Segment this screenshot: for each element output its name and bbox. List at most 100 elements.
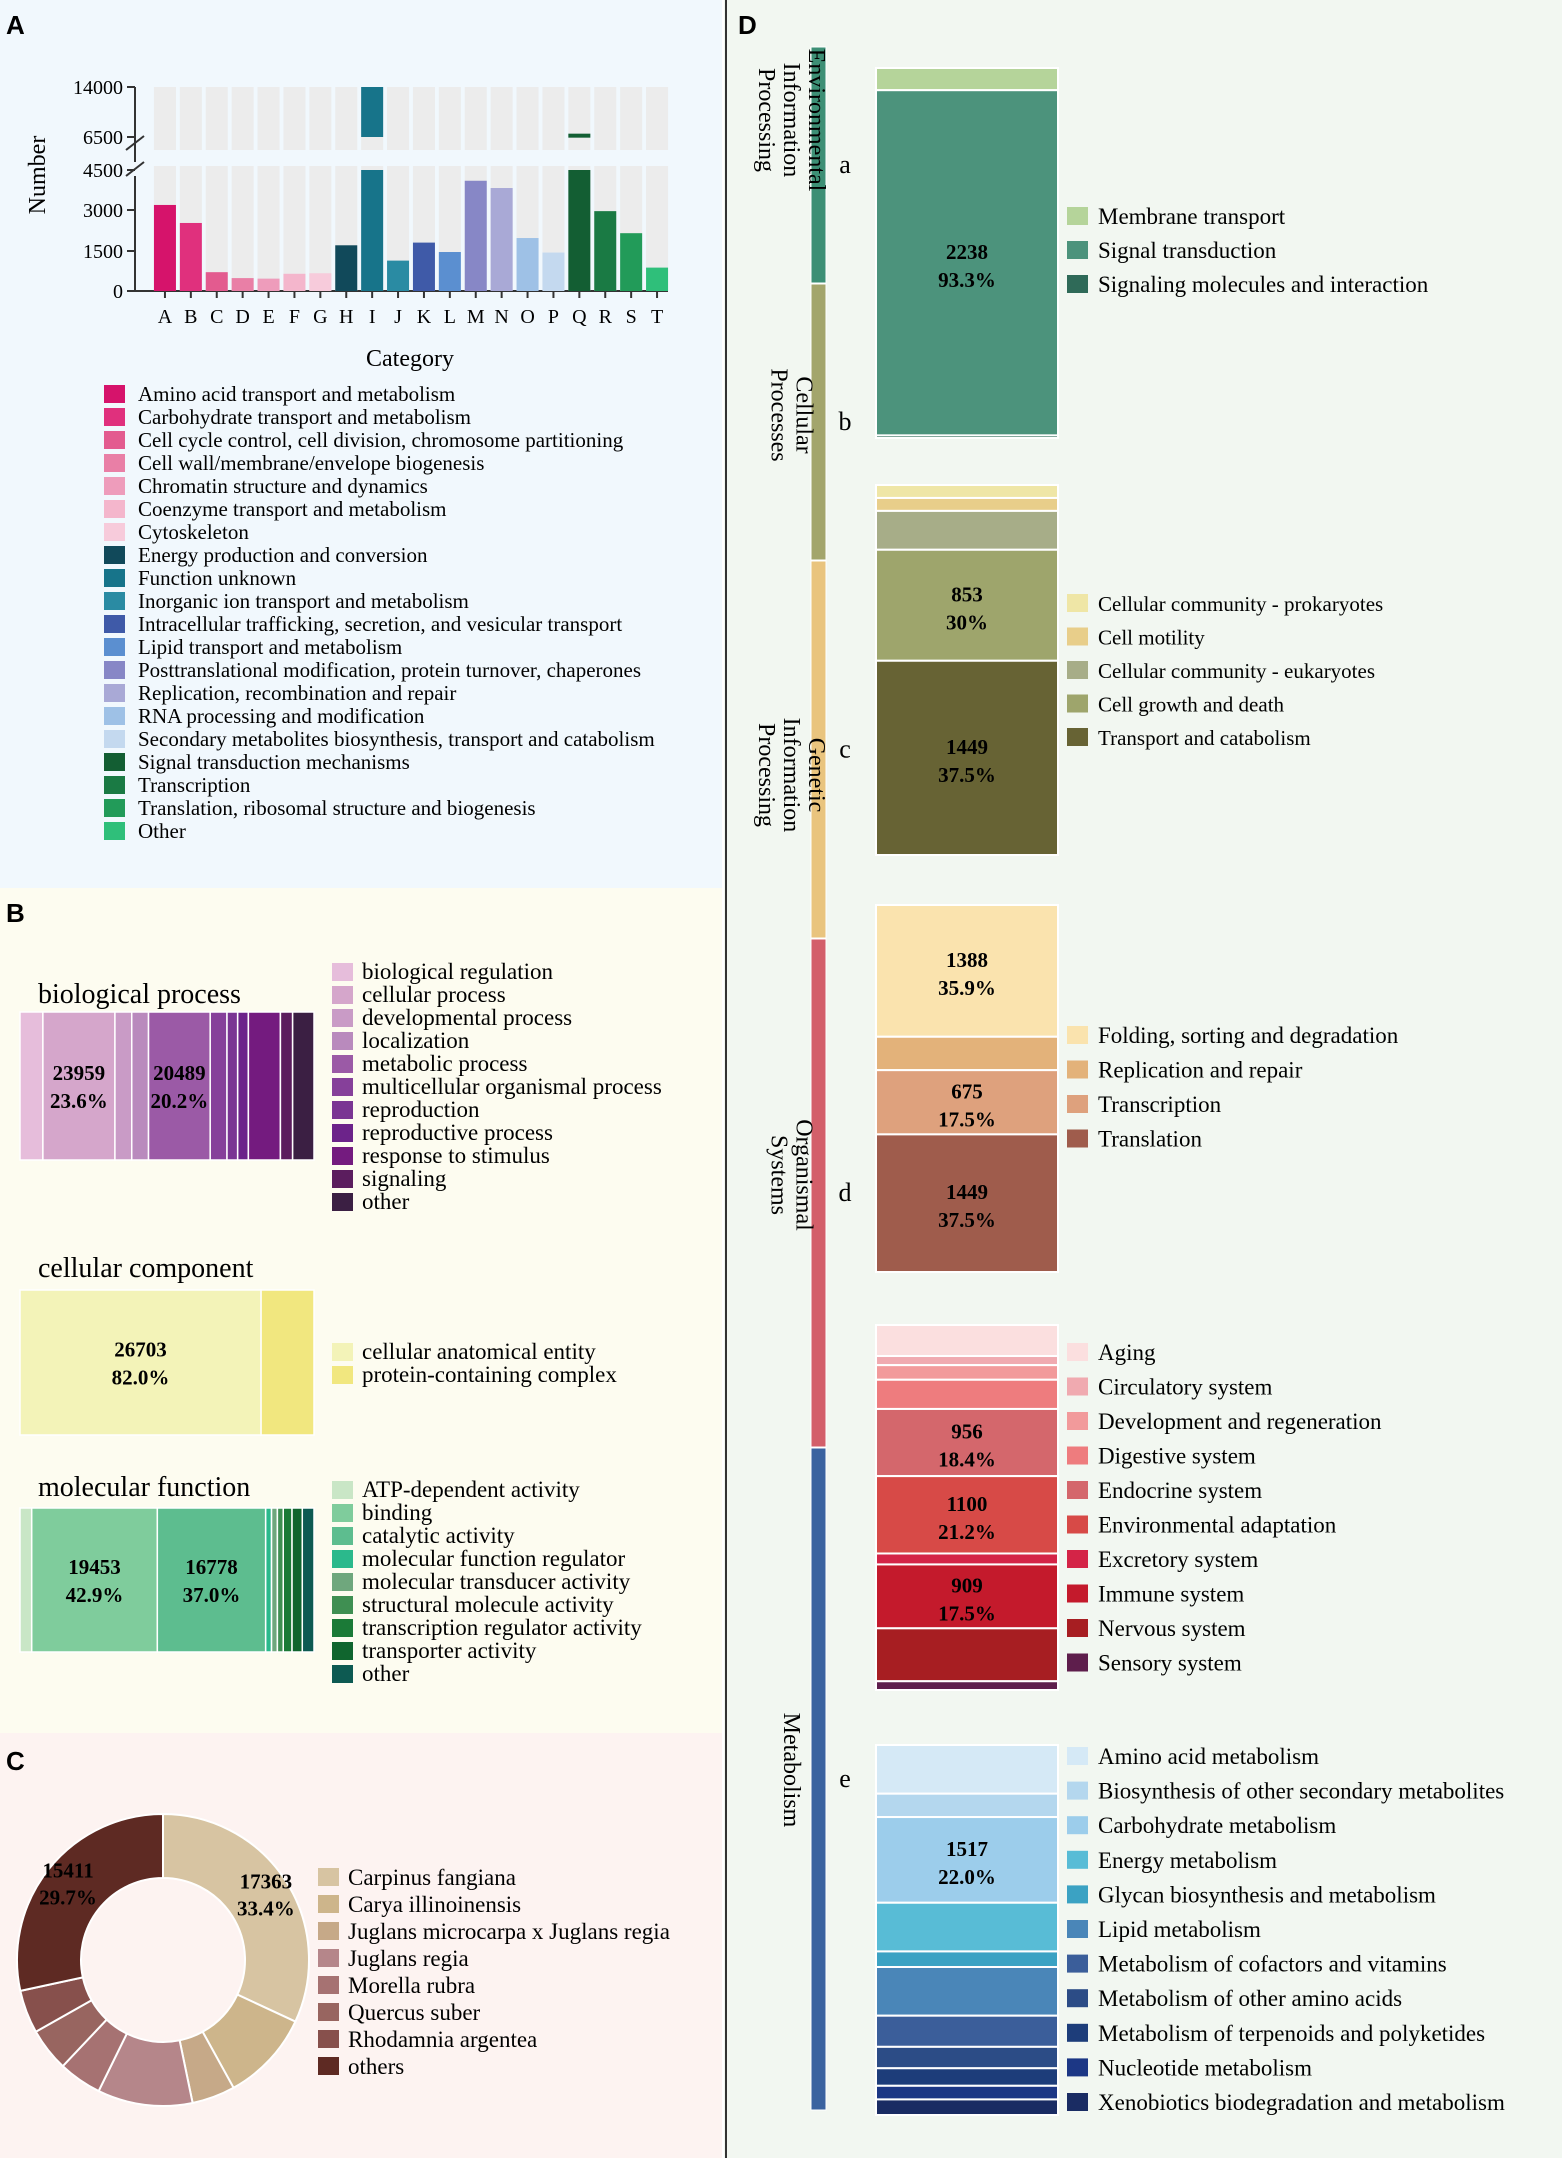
go-title-biological-process: biological process (38, 979, 241, 1010)
go-bar-cellular-component-cellular-anatomical-entity (19, 1289, 262, 1436)
kegg-legend-swatch (1067, 1343, 1088, 1361)
go-bar-molecular-function-binding (30, 1507, 159, 1653)
x-tick-label-D: D (235, 306, 249, 328)
go-title-molecular-function: molecular function (38, 1472, 250, 1503)
legend-swatch-secondary-metabolites-biosynthesis-transport-and-catabolism (104, 730, 125, 748)
kegg-legend-swatch (1067, 1060, 1088, 1079)
kegg-bar-metabolism-metabolism-of-other-amino-acids (875, 2045, 1059, 2070)
kegg-legend-swatch (1067, 1781, 1088, 1800)
bar-track (646, 87, 669, 291)
kegg-bar-cellular-processes-cellular-community-prokaryotes (875, 484, 1059, 499)
kegg-category-strip-environmental-information-processing (810, 46, 827, 284)
legend-swatch-cell-wall-membrane-envelope-biogenesis (104, 454, 125, 472)
bar-track-gap (177, 150, 204, 166)
kegg-bar-percent: 30% (946, 610, 988, 634)
kegg-bar-genetic-information-processing-transcription (875, 1069, 1059, 1136)
go-bar-biological-process-reproductive-process (236, 1011, 250, 1161)
legend-label-amino-acid-transport-and-metabolism: Amino acid transport and metabolism (138, 382, 455, 406)
legend-label-signal-transduction-mechanisms: Signal transduction mechanisms (138, 750, 410, 774)
kegg-legend-swatch (1067, 2058, 1088, 2077)
go-legend-swatch (332, 1343, 353, 1361)
panel-label-b: B (6, 898, 25, 928)
kegg-legend-label-cellular-community-eukaryotes: Cellular community - eukaryotes (1098, 659, 1375, 683)
kegg-bar-metabolism-amino-acid-metabolism (875, 1744, 1059, 1795)
kegg-group-letter-e: e (839, 1764, 851, 1793)
go-bar-cellular-component-protein-containing-complex (260, 1289, 315, 1436)
go-bar-percent: 20.2% (150, 1089, 208, 1113)
bar-track (205, 87, 228, 291)
x-tick-label-M: M (467, 306, 485, 328)
bar-track-gap (281, 150, 308, 166)
kegg-legend-swatch (1067, 1515, 1088, 1534)
go-legend-swatch (332, 1550, 353, 1568)
bar-L (438, 252, 461, 291)
legend-swatch-coenzyme-transport-and-metabolism (104, 500, 125, 518)
go-legend-swatch (332, 1665, 353, 1683)
bar-track-gap (514, 150, 541, 166)
y-tick-label: 3000 (83, 200, 123, 222)
go-bar-percent: 82.0% (112, 1366, 170, 1390)
kegg-bar-count: 675 (951, 1079, 983, 1103)
kegg-bar-count: 1449 (946, 735, 988, 759)
bar-G (309, 273, 332, 291)
legend-swatch-energy-production-and-conversion (104, 546, 125, 564)
go-legend-label-signaling: signaling (362, 1166, 447, 1191)
bar-C (205, 272, 228, 291)
go-legend-label-molecular-transducer-activity: molecular transducer activity (362, 1569, 631, 1594)
x-tick-label-B: B (184, 306, 197, 328)
donut-legend-swatch (318, 1922, 339, 1940)
legend-label-cytoskeleton: Cytoskeleton (138, 520, 249, 544)
go-bar-biological-process-cellular-process (42, 1011, 116, 1161)
legend-label-coenzyme-transport-and-metabolism: Coenzyme transport and metabolism (138, 497, 447, 521)
kegg-bar-metabolism-xenobiotics-biodegradation-and-metabolism (875, 2098, 1059, 2117)
legend-swatch-posttranslational-modification-protein-turnover-chaperones (104, 661, 125, 679)
bar-P (542, 252, 565, 291)
bar-track-gap (462, 150, 489, 166)
go-legend-swatch (332, 1619, 353, 1637)
go-bar-biological-process-signaling (279, 1011, 294, 1161)
kegg-legend-label-sensory-system: Sensory system (1098, 1651, 1242, 1676)
kegg-legend-swatch (1067, 1481, 1088, 1499)
kegg-category-strip-metabolism (810, 1447, 827, 2111)
kegg-category-name-genetic-information-processing: Processing (753, 723, 779, 827)
x-axis-title: Category (366, 346, 454, 372)
donut-legend-label-juglans-regia: Juglans regia (348, 1946, 469, 1971)
donut-legend-label-morella-rubra: Morella rubra (348, 1973, 475, 1998)
bar-track-gap (592, 150, 619, 166)
kegg-legend-label-nervous-system: Nervous system (1098, 1616, 1246, 1641)
legend-swatch-transcription (104, 776, 125, 794)
kegg-category-strip-cellular-processes (810, 283, 827, 561)
kegg-legend-swatch (1067, 728, 1088, 746)
go-legend-label-structural-molecule-activity: structural molecule activity (362, 1592, 614, 1617)
kegg-bar-cellular-processes-cell-growth-and-death (875, 548, 1059, 662)
kegg-category-name-environmental-information-processing: Information (778, 63, 804, 178)
kegg-category-name-organismal-systems: Organismal (791, 1119, 817, 1231)
panel-label-c: C (6, 1746, 25, 1776)
go-legend-label-reproduction: reproduction (362, 1097, 480, 1122)
go-legend-label-metabolic-process: metabolic process (362, 1051, 527, 1076)
kegg-bar-percent: 93.3% (938, 268, 996, 292)
kegg-group-letter-d: d (839, 1178, 852, 1207)
legend-label-energy-production-and-conversion: Energy production and conversion (138, 543, 428, 567)
bar-track-gap (359, 150, 386, 166)
kegg-bar-percent: 21.2% (938, 1520, 996, 1544)
donut-legend-swatch (318, 1895, 339, 1913)
x-tick-label-G: G (313, 306, 327, 328)
kegg-legend-swatch (1067, 1412, 1088, 1430)
kegg-bar-metabolism-lipid-metabolism (875, 1966, 1059, 2017)
kegg-bar-metabolism-metabolism-of-cofactors-and-vitamins (875, 2014, 1059, 2048)
bar-M (464, 180, 487, 291)
kegg-bar-metabolism-nucleotide-metabolism (875, 2084, 1059, 2101)
kegg-legend-swatch (1067, 627, 1088, 646)
kegg-legend-label-replication-and-repair: Replication and repair (1098, 1058, 1303, 1083)
kegg-legend-swatch (1067, 1920, 1088, 1938)
kegg-legend-swatch (1067, 2093, 1088, 2111)
legend-swatch-carbohydrate-transport-and-metabolism (104, 408, 125, 426)
kegg-bar-genetic-information-processing-translation (875, 1133, 1059, 1273)
go-legend-swatch (332, 1078, 353, 1096)
bar-track-gap (436, 150, 463, 166)
kegg-legend-label-metabolism-of-terpenoids-and-polyketides: Metabolism of terpenoids and polyketides (1098, 2021, 1485, 2046)
kegg-legend-label-development-and-regeneration: Development and regeneration (1098, 1409, 1382, 1434)
go-title-cellular-component: cellular component (38, 1253, 254, 1284)
